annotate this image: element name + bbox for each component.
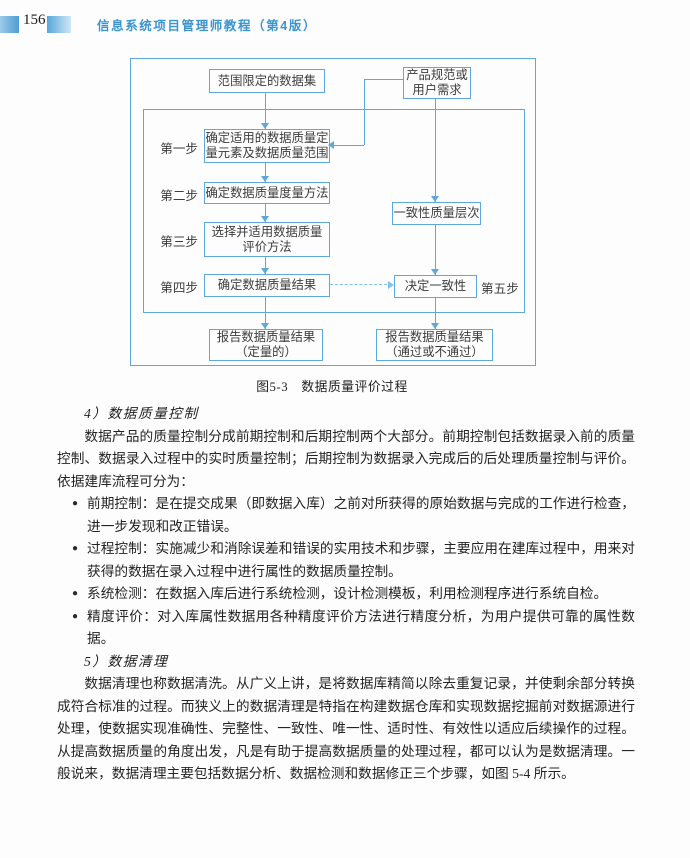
list-item: ● 前期控制：是在提交成果（即数据入库）之前对所获得的原始数据与完成的工作进行检…: [57, 493, 635, 538]
node-label: 报告数据质量结果: [216, 330, 316, 344]
node-label: 产品规范或: [406, 68, 468, 82]
node-label: 选择并适用数据质量: [211, 224, 323, 239]
header-accent-tab: [47, 16, 71, 33]
node-step4: 确定数据质量结果: [204, 274, 330, 297]
page-number: 156: [23, 12, 46, 28]
paragraph: 数据清理也称数据清洗。从广义上讲，是将数据库精简以除去重复记录，并使剩余部分转换…: [57, 676, 635, 781]
flow-connector: [265, 161, 266, 182]
step3-label: 第三步: [160, 235, 198, 249]
node-report-quantitative: 报告数据质量结果 （定量的）: [209, 329, 323, 361]
body-text: 4）数据质量控制 数据产品的质量控制分成前期控制和后期控制两个大部分。前期控制包…: [57, 403, 635, 786]
flow-connector: [435, 223, 436, 275]
list-item: ● 精度评价：对入库属性数据用各种精度评价方法进行精度分析，为用户提供可靠的属性…: [57, 606, 635, 651]
arrowhead-icon: [431, 196, 439, 202]
list-item-text: 系统检测：在数据入库后进行系统检测，设计检测模板，利用检测程序进行系统自检。: [87, 586, 608, 601]
node-label: 确定适用的数据质量定: [205, 131, 329, 145]
node-decide-conformance: 决定一致性: [394, 275, 477, 298]
paragraph: 数据产品的质量控制分成前期控制和后期控制两个大部分。前期控制包括数据录入前的质量…: [57, 428, 635, 489]
flow-connector: [435, 296, 436, 329]
bullet-icon: ●: [72, 498, 79, 509]
figure-5-3-flowchart: 范围限定的数据集 产品规范或 用户需求 第一步 确定适用的数据质量定 量元素及数…: [130, 58, 536, 366]
node-label: （定量的）: [235, 345, 297, 359]
node-label: 报告数据质量结果: [385, 330, 484, 344]
node-step3: 选择并适用数据质量 评价方法: [204, 222, 330, 257]
node-label: （通过或不通过）: [385, 345, 484, 359]
figure-caption: 图5-3 数据质量评价过程: [256, 380, 408, 394]
step5-label: 第五步: [481, 282, 519, 296]
node-report-passfail: 报告数据质量结果 （通过或不通过）: [376, 329, 493, 361]
arrowhead-icon: [431, 269, 439, 275]
node-label: 一致性质量层次: [393, 206, 480, 220]
flow-connector: [265, 255, 266, 274]
list-item: ● 过程控制：实施减少和消除误差和错误的实用技术和步骤，主要应用在建库过程中，用…: [57, 538, 635, 583]
subsection-heading-5: 5）数据清理: [84, 653, 169, 669]
flow-connector: [364, 79, 365, 145]
running-head-title: 信息系统项目管理师教程（第4版）: [97, 19, 318, 33]
arrowhead-icon: [261, 323, 269, 329]
step1-label: 第一步: [160, 142, 198, 156]
page-edge-tab: [0, 16, 19, 33]
node-label: 用户需求: [412, 83, 462, 97]
arrowhead-icon: [261, 176, 269, 182]
arrowhead-icon: [431, 323, 439, 329]
node-label: 评价方法: [242, 239, 292, 254]
arrowhead-icon: [261, 216, 269, 222]
node-label: 确定数据质量度量方法: [205, 185, 329, 200]
flow-inner-frame: [143, 109, 525, 313]
flow-connector: [265, 202, 266, 222]
flow-connector: [334, 145, 364, 146]
step4-label: 第四步: [160, 281, 198, 295]
flow-connector: [265, 295, 266, 329]
flow-connector: [265, 91, 266, 129]
node-label: 范围限定的数据集: [217, 73, 317, 88]
arrowhead-icon: [261, 268, 269, 274]
node-step1: 确定适用的数据质量定 量元素及数据质量范围: [204, 129, 330, 163]
node-scoped-dataset: 范围限定的数据集: [209, 69, 325, 93]
list-item: ● 系统检测：在数据入库后进行系统检测，设计检测模板，利用检测程序进行系统自检。: [57, 583, 635, 606]
bullet-icon: ●: [72, 588, 79, 599]
node-label: 决定一致性: [404, 279, 467, 293]
flow-connector: [435, 97, 436, 202]
list-item-text: 前期控制：是在提交成果（即数据入库）之前对所获得的原始数据与完成的工作进行检查，…: [87, 496, 635, 534]
bullet-list: ● 前期控制：是在提交成果（即数据入库）之前对所获得的原始数据与完成的工作进行检…: [57, 493, 635, 651]
node-step2: 确定数据质量度量方法: [204, 182, 330, 204]
bullet-icon: ●: [72, 543, 79, 554]
list-item-text: 精度评价：对入库属性数据用各种精度评价方法进行精度分析，为用户提供可靠的属性数据…: [87, 608, 635, 647]
node-label: 确定数据质量结果: [217, 278, 317, 292]
subsection-heading-4: 4）数据质量控制: [84, 406, 199, 421]
arrowhead-icon: [328, 141, 334, 149]
arrowhead-icon: [261, 123, 269, 129]
node-label: 量元素及数据质量范围: [205, 146, 329, 160]
node-conformance-level: 一致性质量层次: [392, 202, 481, 225]
bullet-icon: ●: [72, 610, 79, 622]
flow-connector-dashed: [330, 284, 387, 285]
node-product-spec: 产品规范或 用户需求: [403, 67, 471, 99]
list-item-text: 过程控制：实施减少和消除误差和错误的实用技术和步骤，主要应用在建库过程中，用来对…: [87, 541, 635, 579]
arrowhead-icon: [388, 281, 394, 289]
step2-label: 第二步: [160, 189, 198, 203]
flow-connector: [364, 79, 403, 80]
